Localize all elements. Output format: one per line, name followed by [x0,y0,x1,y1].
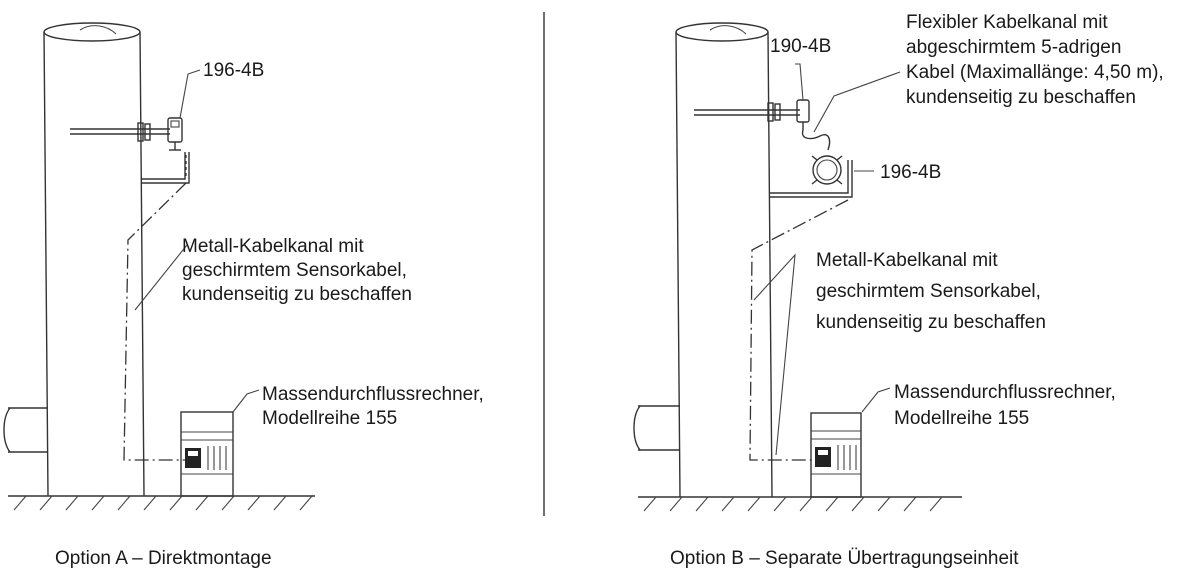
label-conduit-b: Metall-Kabelkanal mit geschirmtem Sensor… [816,250,1046,333]
pipe-stub [633,405,680,451]
mass-flow-computer-b [810,412,862,498]
svg-text:kundenseitig zu beschaffen: kundenseitig zu beschaffen [816,312,1046,333]
sensor-probe [694,99,810,130]
svg-text:geschirmtem Sensorkabel,: geschirmtem Sensorkabel, [182,260,407,281]
ground-hatch [13,495,313,511]
svg-text:Massendurchflussrechner,: Massendurchflussrechner, [262,384,484,405]
caption-option-a: Option A – Direktmontage [55,548,272,569]
label-190-4b: 190-4B [770,36,831,57]
svg-text:Modellreihe 155: Modellreihe 155 [262,408,397,429]
svg-text:Modellreihe 155: Modellreihe 155 [894,408,1029,429]
leader-flex-conduit [813,71,901,133]
svg-text:kundenseitig zu beschaffen: kundenseitig zu beschaffen [906,87,1136,108]
svg-text:kundenseitig zu beschaffen: kundenseitig zu beschaffen [182,284,412,305]
sensor-probe [70,117,183,151]
mounting-bracket [769,160,853,198]
stack [675,22,773,498]
mounting-bracket [141,152,190,184]
leader-conduit-b [753,253,796,456]
ground-hatch [643,496,943,512]
caption-option-b: Option B – Separate Übertragungseinheit [670,548,1019,569]
svg-text:abgeschirmtem 5-adrigen: abgeschirmtem 5-adrigen [906,37,1121,58]
leader-196-4b-a [179,69,201,119]
pipe-stub [3,407,48,453]
label-computer-a: Massendurchflussrechner, Modellreihe 155 [262,384,484,429]
flexible-conduit [801,129,831,151]
option-b-diagram: 190-4B Flexibler Kabelkanal mit abgeschi… [633,12,1164,569]
metal-conduit-b [749,199,849,461]
label-196-4b-b: 196-4B [880,162,941,183]
svg-text:geschirmtem Sensorkabel,: geschirmtem Sensorkabel, [816,281,1041,302]
svg-text:Massendurchflussrechner,: Massendurchflussrechner, [894,382,1116,403]
svg-text:Metall-Kabelkanal mit: Metall-Kabelkanal mit [816,250,998,271]
leader-computer-b [861,387,891,413]
leader-190-4b [795,63,804,101]
option-a-diagram: 196-4B Metall-Kabelkanal mit geschirmtem… [3,22,484,569]
svg-text:Kabel (Maximallänge: 4,50 m),: Kabel (Maximallänge: 4,50 m), [906,62,1164,83]
label-computer-b: Massendurchflussrechner, Modellreihe 155 [894,382,1116,429]
svg-text:Metall-Kabelkanal mit: Metall-Kabelkanal mit [182,236,364,257]
label-196-4b-a: 196-4B [203,60,264,81]
mass-flow-computer-a [180,411,234,497]
leader-conduit-a [134,244,188,311]
label-conduit-a: Metall-Kabelkanal mit geschirmtem Sensor… [182,236,412,305]
stack [43,22,145,497]
metal-conduit-a [123,182,200,461]
transmitter-196-4b [811,155,843,185]
label-flex-conduit: Flexibler Kabelkanal mit abgeschirmtem 5… [906,12,1164,108]
svg-text:Flexibler Kabelkanal mit: Flexibler Kabelkanal mit [906,12,1108,33]
leader-computer-a [232,389,260,413]
